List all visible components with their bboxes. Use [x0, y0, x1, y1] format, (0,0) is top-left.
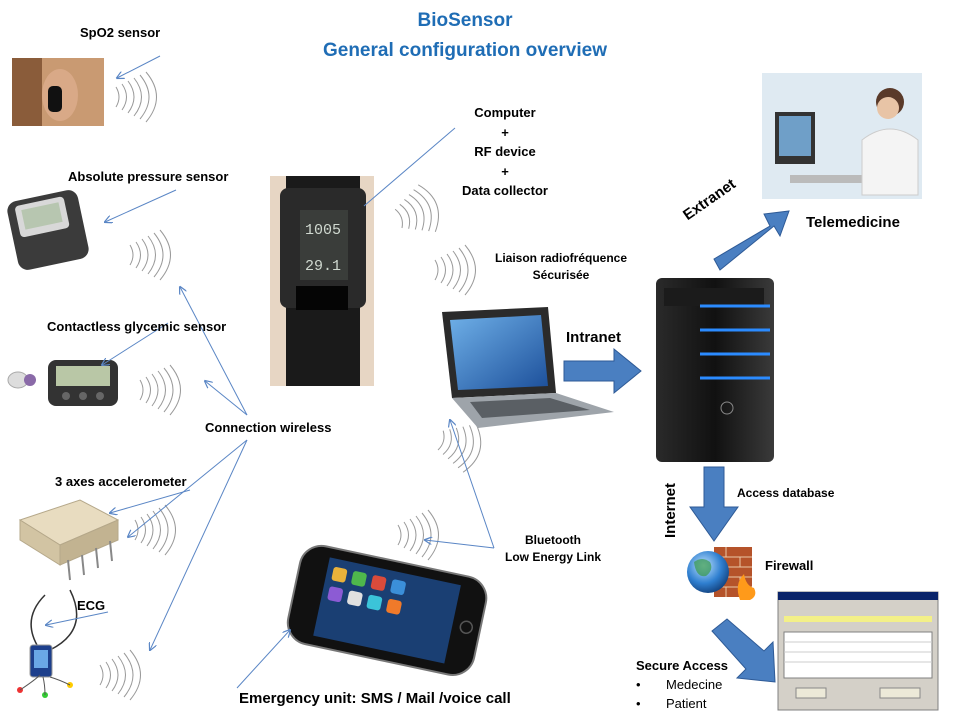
glycemic-sensor-label: Contactless glycemic sensor: [47, 319, 227, 334]
telemedicine-photo: [762, 73, 922, 199]
bluetooth-line-2: Low Energy Link: [504, 550, 601, 564]
bluetooth-line-1: Bluetooth: [525, 533, 581, 547]
firewall-label: Firewall: [765, 558, 814, 573]
list-item: Medecine: [636, 675, 722, 694]
collector-line-data: Data collector: [462, 183, 548, 198]
title-line-1: BioSensor: [417, 10, 513, 31]
internet-label: Internet: [662, 482, 679, 538]
intranet-label: Intranet: [566, 329, 622, 346]
secure-access-title: Secure Access: [636, 658, 729, 673]
bluetooth-label: Bluetooth Low Energy Link: [494, 532, 612, 566]
wrist-display-bottom: 29.1: [305, 258, 342, 275]
intranet-arrow: [563, 347, 642, 395]
page-title: BioSensor: [360, 8, 570, 33]
signal-wave-icon: [397, 509, 439, 561]
page-subtitle: General configuration overview: [280, 38, 650, 63]
signal-wave-icon: [434, 244, 476, 296]
wrist-data-collector-image: [270, 176, 374, 386]
extranet-arrow: [713, 210, 790, 271]
pressure-sensor-image: [7, 190, 89, 270]
ecg-label: ECG: [77, 598, 106, 613]
signal-wave-icon: [134, 504, 176, 556]
spo2-sensor-image: [12, 58, 104, 126]
spo2-sensor-label: SpO2 sensor: [80, 25, 161, 40]
connector-lines: [46, 55, 495, 689]
connection-wireless-label: Connection wireless: [205, 420, 332, 435]
secure-access-arrow: [711, 618, 776, 683]
signal-wave-icon: [115, 71, 157, 123]
secure-access-list: Medecine Patient: [636, 675, 722, 713]
signal-wave-icon: [389, 180, 446, 243]
collector-plus-2: +: [501, 163, 509, 179]
collector-line-rf: RF device: [474, 144, 536, 159]
accelerometer-label: 3 axes accelerometer: [55, 474, 187, 489]
list-item: Patient: [636, 694, 722, 713]
collector-line-computer: Computer: [474, 105, 536, 120]
glycemic-sensor-image: [7, 360, 118, 406]
wrist-display-top: 1005: [305, 222, 342, 239]
signal-wave-icon: [139, 364, 181, 416]
signal-wave-icon: [129, 229, 171, 281]
server-image: [656, 278, 774, 462]
pressure-sensor-label: Absolute pressure sensor: [68, 169, 229, 184]
signal-wave-icon: [99, 649, 141, 701]
title-line-2: General configuration overview: [322, 40, 608, 61]
collector-plus-1: +: [501, 124, 509, 140]
secure-access-screenshot: [777, 591, 939, 711]
internet-arrow: [689, 466, 739, 542]
laptop-image: [442, 307, 614, 428]
access-database-label: Access database: [737, 486, 835, 500]
ecg-device-image: [17, 589, 78, 698]
telemedicine-label: Telemedicine: [806, 214, 900, 231]
firewall-image: [687, 547, 756, 600]
rf-link-label: Liaison radiofréquence Sécurisée: [478, 250, 644, 284]
collector-label: Computer + RF device + Data collector: [445, 103, 565, 201]
smartphone-image: [286, 544, 488, 676]
emergency-unit-label: Emergency unit: SMS / Mail /voice call: [239, 690, 511, 707]
rf-link-line-2: Sécurisée: [532, 268, 590, 282]
accelerometer-image: [18, 499, 120, 581]
rf-link-line-1: Liaison radiofréquence: [494, 251, 628, 265]
